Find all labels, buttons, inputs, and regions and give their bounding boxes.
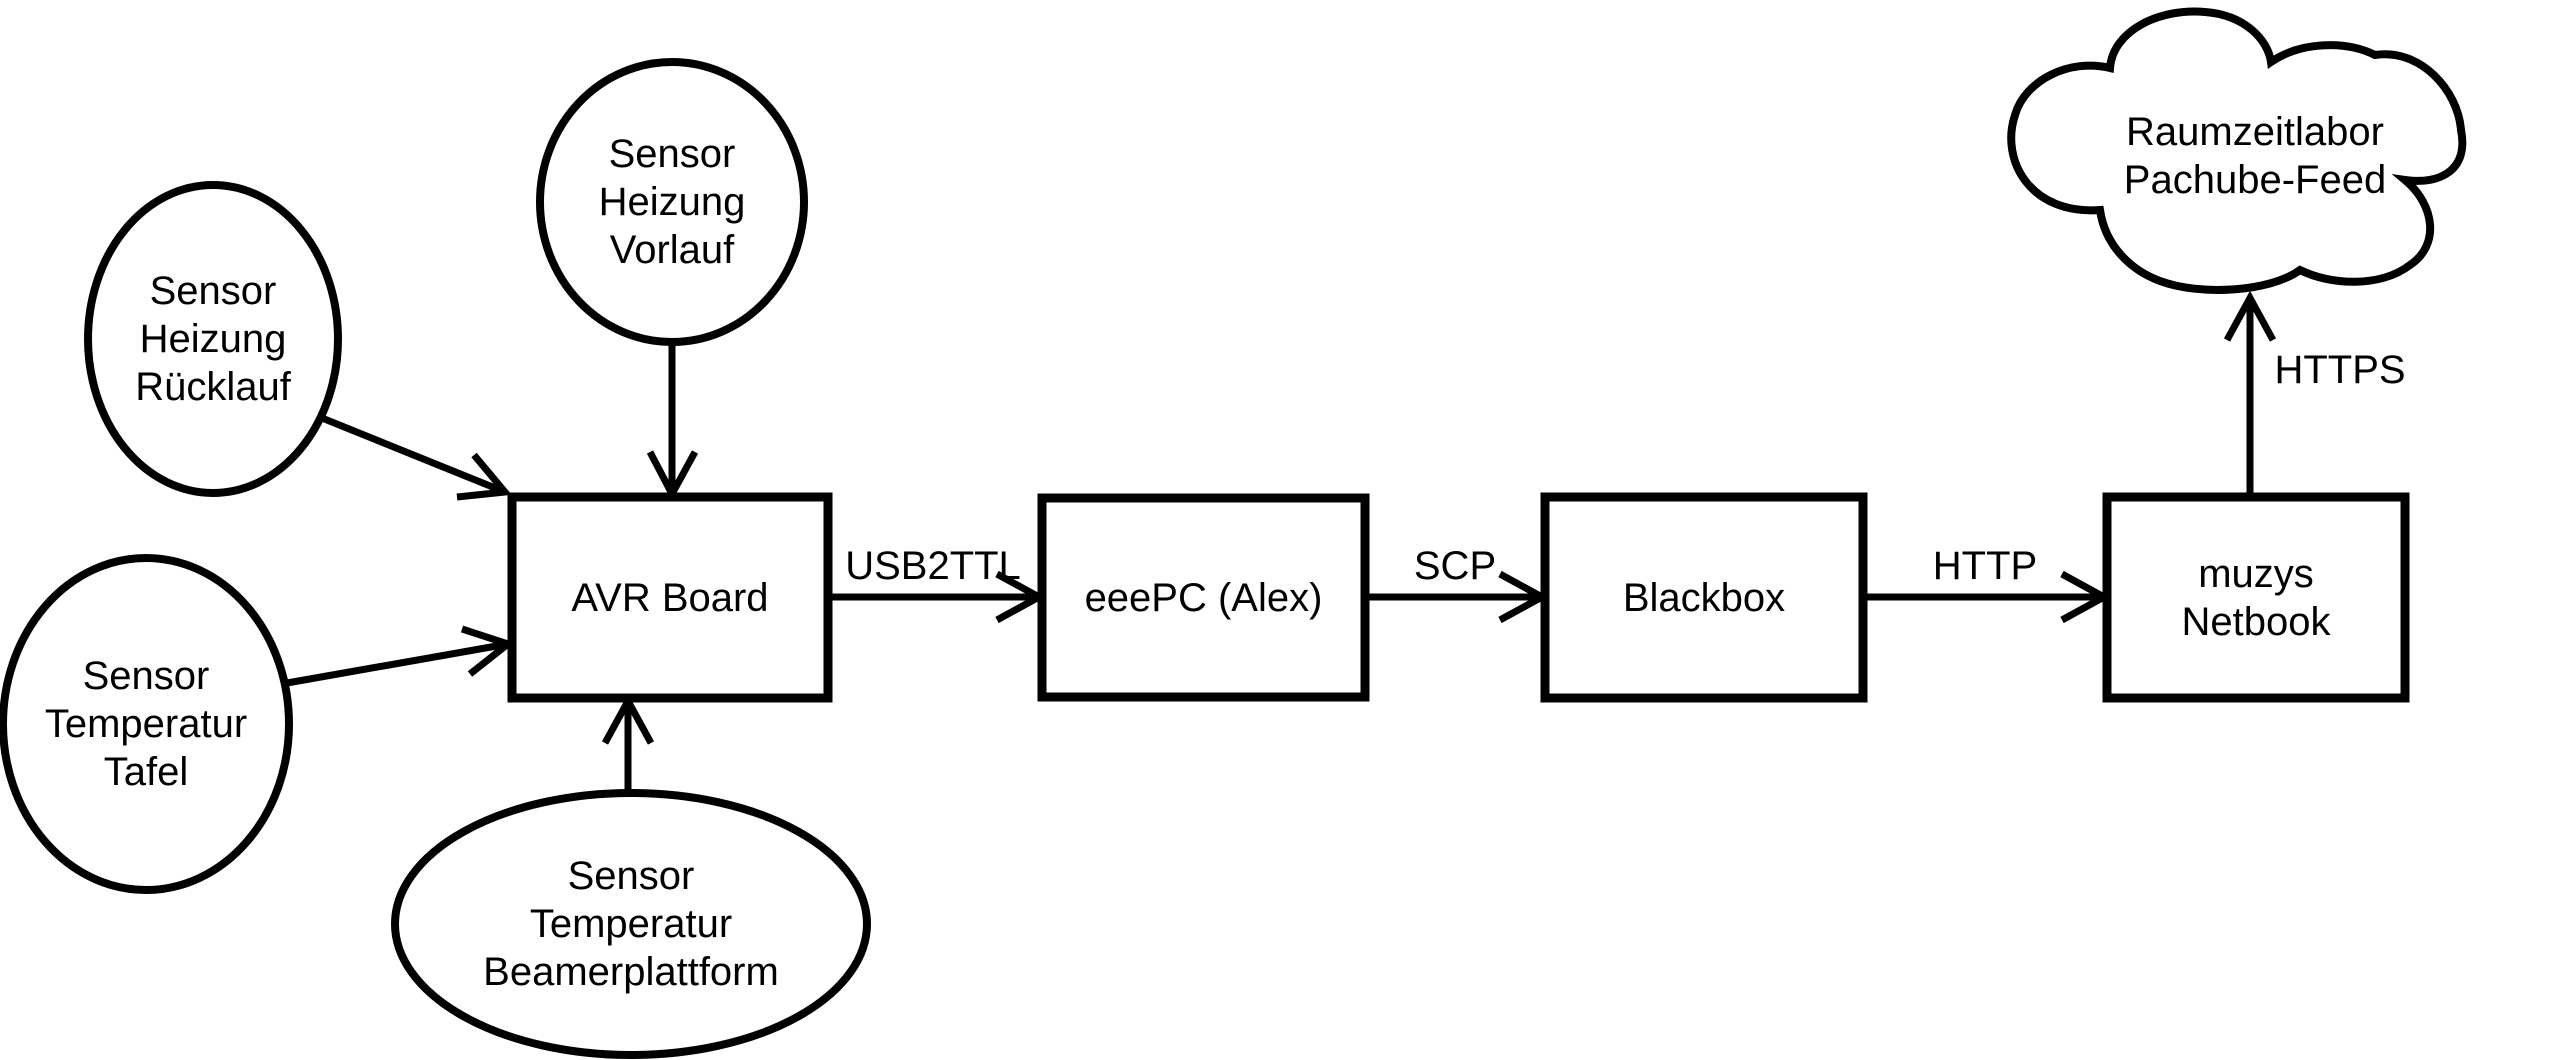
blackbox-label: Blackbox xyxy=(1622,575,1786,620)
edge-eeepc-to-blackbox xyxy=(1365,570,1550,624)
edge-avr-to-eeepc xyxy=(828,570,1047,624)
sensor-heizung-vorlauf-label: Sensor Heizung Vorlauf xyxy=(598,132,746,272)
sensor-temperatur-beamerplattform-label: Sensor Temperatur Beamerplattform xyxy=(483,854,779,994)
sensor-heizung-ruecklauf-shape xyxy=(84,181,342,497)
edge-label-https: HTTPS xyxy=(2274,348,2406,392)
edge-vorlauf-to-avr xyxy=(646,342,699,502)
sensor-temperatur-beamerplattform-shape xyxy=(391,789,871,1059)
edge-label-scp: SCP xyxy=(1413,544,1497,588)
edge-tafel-to-avr xyxy=(286,625,516,687)
edge-label-usb2ttl: USB2TTL xyxy=(845,544,1021,588)
edge-muzys-to-cloud xyxy=(2223,290,2277,497)
sensor-temperatur-tafel-label: Sensor Temperatur Tafel xyxy=(44,654,248,794)
edge-ruecklauf-to-avr xyxy=(320,414,512,501)
muzys-netbook-label: muzys Netbook xyxy=(2181,551,2331,644)
sensor-temperatur-tafel-shape xyxy=(0,554,293,894)
eeepc-label: eeePC (Alex) xyxy=(1084,575,1323,620)
pachube-cloud-label: Raumzeitlabor Pachube-Feed xyxy=(2123,110,2387,202)
pachube-cloud-shape xyxy=(2007,7,2467,294)
sensor-heizung-ruecklauf-label: Sensor Heizung Rücklauf xyxy=(135,269,291,409)
edge-blackbox-to-muzys xyxy=(1863,570,2112,624)
avr-board-label: AVR Board xyxy=(571,575,769,620)
edge-beamerplattform-to-avr xyxy=(601,693,655,791)
edge-label-http: HTTP xyxy=(1932,544,2038,588)
